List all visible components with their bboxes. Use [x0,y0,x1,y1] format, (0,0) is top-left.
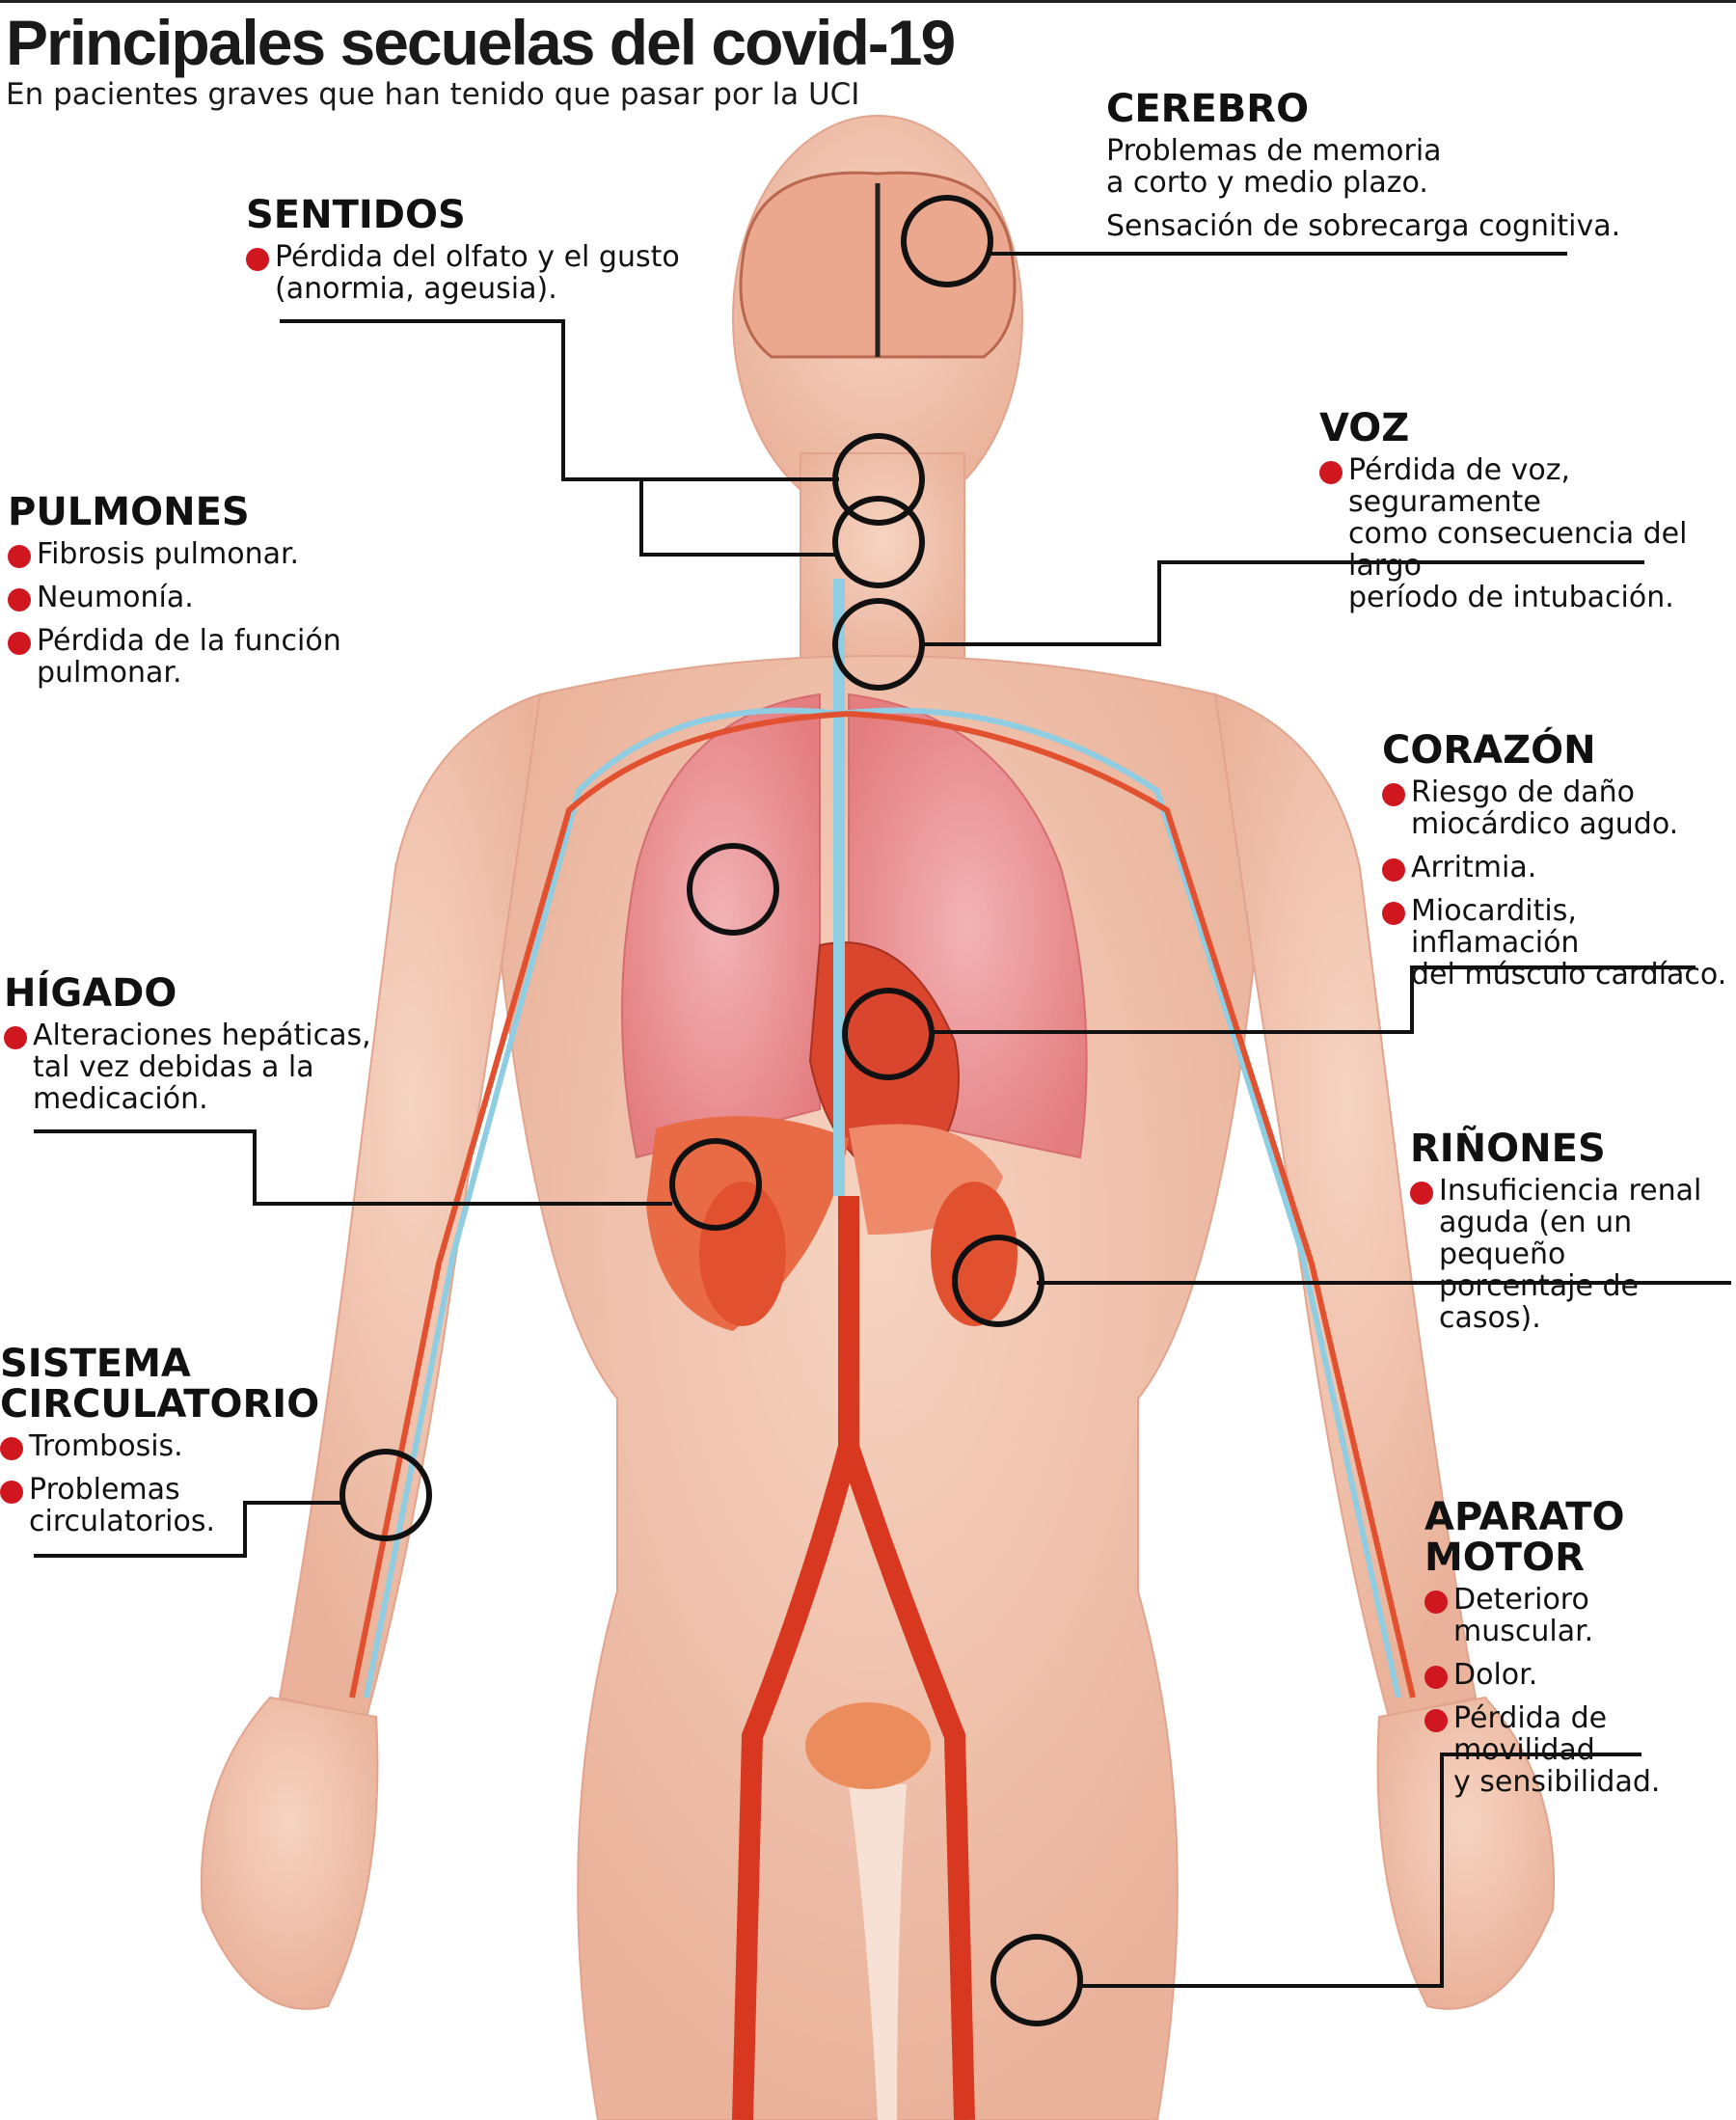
cerebro-line: Problemas de memoria a corto y medio pla… [1106,134,1442,200]
cerebro-heading: CEREBRO [1106,87,1310,131]
rinones-item: Insuficiencia renal aguda (en un pequeño… [1410,1175,1736,1334]
sentidos-item: Pérdida del olfato y el gusto (anormia, … [246,241,680,305]
nose-marker [832,433,925,526]
kidney-marker [952,1235,1044,1327]
right-lung-shape [621,693,821,1159]
bullet-dot [1382,858,1405,882]
cerebro-line: Sensación de sobrecarga cognitiva. [1106,209,1621,243]
left-kidney-shape [699,1182,786,1326]
leg-marker [990,1934,1083,2026]
corazon-item: Riesgo de daño miocárdico agudo. [1382,776,1736,840]
voz-item: Pérdida de voz, seguramente como consecu… [1319,454,1736,613]
marker-circles [339,195,1083,2026]
throat-marker [832,598,925,691]
page-subtitle: En pacientes graves que han tenido que p… [6,77,860,112]
sistema-leader [34,1501,345,1558]
sistema-item: Trombosis. [0,1430,347,1462]
right-kidney-shape [931,1182,1017,1326]
heart-marker [842,988,935,1080]
lung-marker [687,843,779,936]
sentidos-heading: SENTIDOS [246,193,466,237]
bullet-dot [8,545,31,568]
corazon-item: Miocarditis, inflamación del músculo car… [1382,895,1736,991]
sistema-item: Problemas circulatorios. [0,1474,347,1537]
bullet-dot [1410,1182,1433,1205]
corazon-section: CORAZÓN Riesgo de daño miocárdico agudo.… [1382,730,1736,1002]
aparato-item: Pérdida de movilidad y sensibilidad. [1424,1702,1736,1798]
rinones-section: RIÑONES Insuficiencia renal aguda (en un… [1410,1128,1736,1345]
pulmones-item: Pérdida de la función pulmonar. [8,625,471,689]
corazon-leader [931,965,1695,1034]
bullet-dot [8,632,31,655]
voz-leader [923,560,1644,646]
sistema-heading: SISTEMA CIRCULATORIO [0,1342,320,1427]
higado-item: Alteraciones hepáticas, tal vez debidas … [4,1019,390,1115]
higado-section: HÍGADO Alteraciones hepáticas, tal vez d… [4,973,390,1127]
page-title: Principales secuelas del covid-19 [6,7,956,78]
higado-leader [34,1129,672,1206]
aorta-shape [732,1196,859,2120]
aparato-heading: APARATO MOTOR [1424,1495,1625,1580]
bullet-dot [1319,461,1343,484]
bullet-dot [1382,902,1405,925]
pulmones-section: PULMONES Fibrosis pulmonar. Neumonía. Pé… [8,492,471,700]
sentidos-section: SENTIDOS Pérdida del olfato y el gusto (… [246,195,680,316]
aparato-leader [1080,1753,1641,1988]
pulmones-heading: PULMONES [8,490,250,534]
bullet-dot [4,1026,27,1049]
arm-marker [339,1449,432,1541]
rinones-heading: RIÑONES [1410,1127,1606,1171]
bullet-dot [1382,783,1405,806]
sentidos-leader-2 [639,479,839,557]
corazon-heading: CORAZÓN [1382,728,1596,773]
bullet-dot [1424,1666,1448,1689]
leader-lines [34,252,1731,1988]
bullet-dot [1424,1709,1448,1732]
voz-heading: VOZ [1319,406,1410,450]
bullet-dot [8,588,31,612]
aparato-item: Deterioro muscular. [1424,1584,1736,1647]
cerebro-marker [901,195,993,287]
corazon-item: Arritmia. [1382,852,1736,883]
mouth-marker [832,496,925,588]
higado-heading: HÍGADO [4,971,177,1016]
top-rule [0,0,1736,3]
cerebro-section: CEREBRO Problemas de memoria a corto y m… [1106,89,1646,254]
bullet-dot [1424,1590,1448,1614]
voz-section: VOZ Pérdida de voz, seguramente como con… [1319,408,1736,625]
liver-marker [669,1138,762,1231]
bullet-dot [0,1437,23,1460]
aparato-item: Dolor. [1424,1659,1736,1691]
sistema-section: SISTEMA CIRCULATORIO Trombosis. Problema… [0,1344,347,1549]
bullet-dot [246,248,269,271]
pulmones-item: Neumonía. [8,582,471,613]
bullet-dot [0,1481,23,1504]
pulmones-item: Fibrosis pulmonar. [8,538,471,570]
aparato-section: APARATO MOTOR Deterioro muscular. Dolor.… [1424,1497,1736,1809]
sentidos-leader-1 [280,319,839,481]
